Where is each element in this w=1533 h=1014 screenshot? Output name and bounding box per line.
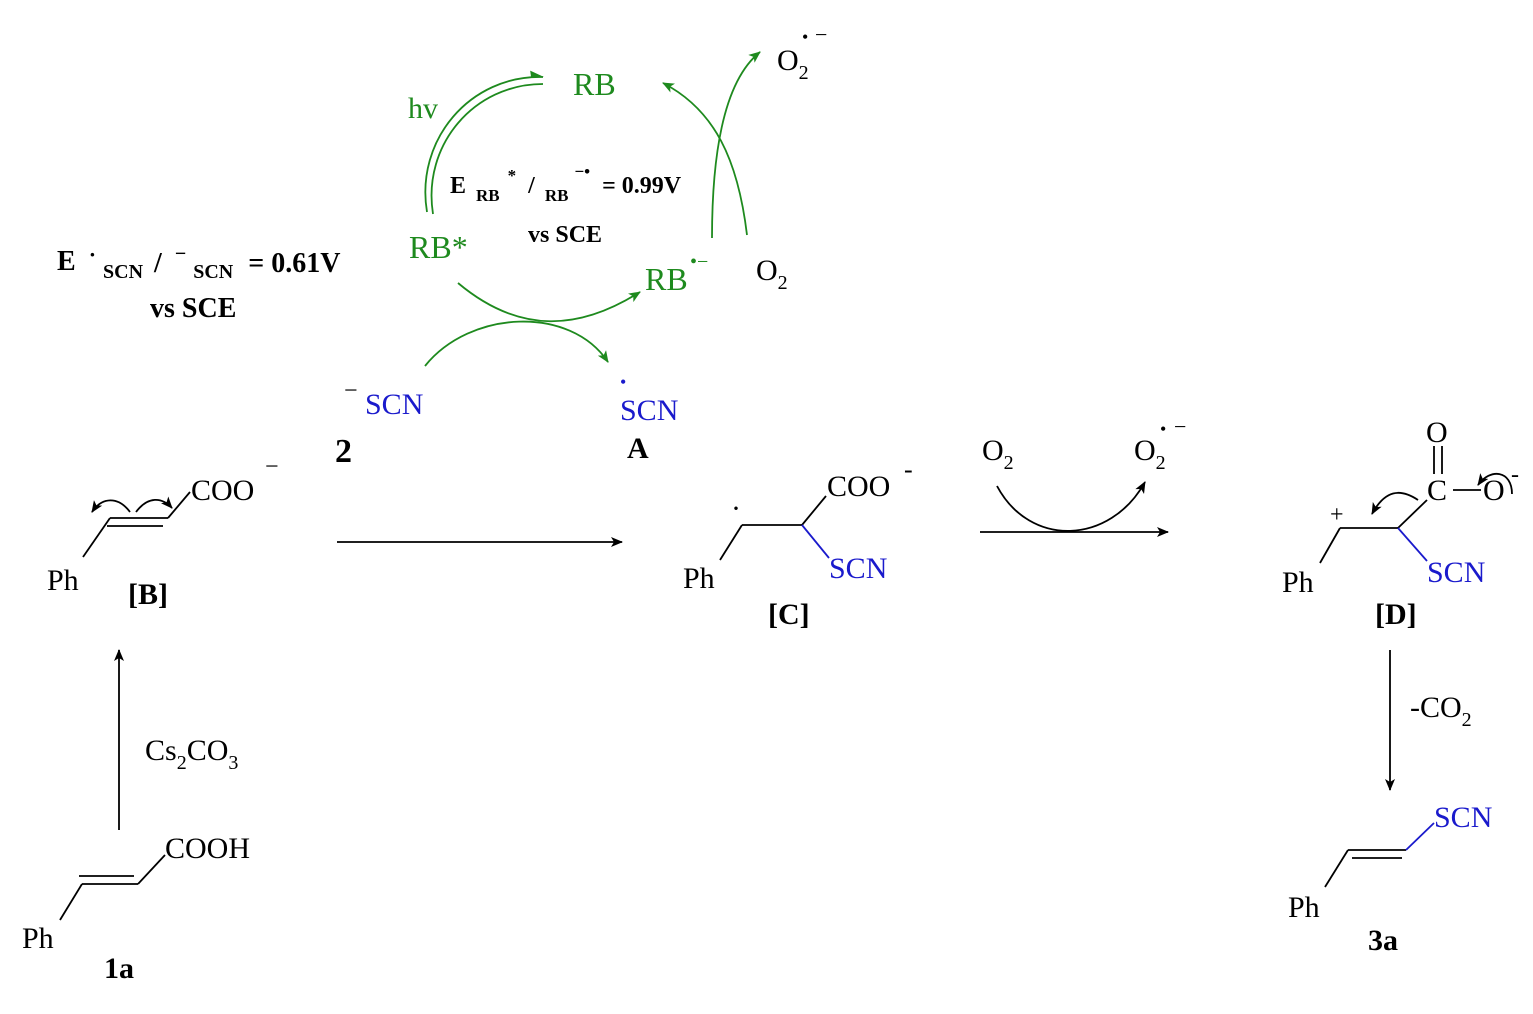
potential-scn: E · SCN / − SCN = 0.61V vs SCE (57, 236, 340, 324)
rb-ground-state: RB (573, 66, 616, 102)
rb-excited-state: RB* (409, 229, 468, 265)
base-reagent: Cs2CO3 (145, 734, 238, 774)
intermediate-c-radical-dot: · (731, 492, 741, 525)
svg-text:Ph: Ph (683, 562, 715, 595)
intermediate-b-label: [B] (128, 578, 168, 611)
svg-text:Ph: Ph (22, 922, 54, 955)
thiocyanate-anion-charge: − (344, 378, 358, 404)
oxygen-step: O2 (982, 434, 1014, 474)
svg-text:C: C (1427, 474, 1447, 507)
svg-text:O: O (1426, 416, 1448, 449)
reduction-arrow-rb (457, 282, 641, 323)
product-3a-text: SCN Ph 3a (1288, 801, 1492, 957)
superoxide-step-minus: − (1174, 414, 1186, 439)
intermediate-b-text: COO − Ph [B] (47, 454, 279, 611)
svg-text:vs SCE: vs SCE (150, 293, 236, 324)
svg-text:Ph: Ph (1282, 566, 1314, 599)
electron-push-arrow-d2 (1371, 492, 1419, 515)
excitation-arrow (424, 70, 544, 215)
svg-text:E · SCN /: E · SCN / − SCN = 0.61V (57, 236, 340, 285)
superoxide-step: O2 (1134, 434, 1166, 474)
superoxide-cycle-minus: − (815, 22, 827, 47)
intermediate-c-text: · COO - Ph SCN [C] (683, 455, 913, 631)
thiocyanate-oxidation-arrow (424, 320, 609, 367)
superoxide-cycle: O2 (777, 44, 809, 84)
thiocyanate-radical: • SCN (620, 372, 678, 427)
oxygen-species-cycle: O2 O2 • − (756, 22, 827, 294)
svg-text:E RB * /: E RB * / RB −• = 0.99V (450, 157, 682, 207)
intermediate-c-label: [C] (768, 598, 810, 631)
thiocyanate-anion: − SCN (344, 378, 423, 421)
svg-text:COOH: COOH (165, 832, 250, 865)
intermediate-d (1319, 446, 1513, 564)
svg-text:O: O (1483, 474, 1505, 507)
compound-2-label: 2 (335, 433, 352, 470)
svg-text:SCN: SCN (620, 394, 678, 427)
svg-text:vs SCE: vs SCE (528, 222, 602, 248)
intermediate-a-label: A (627, 432, 649, 465)
intermediate-d-label: [D] (1375, 598, 1417, 631)
oxygen-to-superoxide-arc (996, 481, 1146, 532)
intermediate-d-text: O C O - + Ph SCN [D] (1282, 416, 1519, 631)
potential-rb: E RB * / RB −• = 0.99V vs SCE (450, 157, 682, 248)
svg-text:SCN: SCN (1434, 801, 1492, 834)
compound-1a-text: COOH Ph 1a (22, 832, 250, 985)
svg-text:COO: COO (191, 474, 254, 507)
superoxide-cycle-dot: • (802, 27, 808, 47)
svg-text:COO: COO (827, 470, 890, 503)
product-3a-label: 3a (1368, 924, 1398, 957)
catalyst-regeneration-arrow (662, 82, 748, 236)
svg-text:RB: RB (645, 261, 688, 297)
intermediate-c-charge: - (904, 455, 913, 484)
intermediate-b (82, 491, 191, 558)
rb-radical-anion-charge: •− (690, 251, 708, 273)
decarboxylation-label: -CO2 (1410, 691, 1472, 731)
electron-push-arrow-d1 (1477, 472, 1513, 495)
svg-text:Ph: Ph (1288, 891, 1320, 924)
compound-1a (59, 854, 166, 921)
intermediate-b-charge: − (265, 454, 279, 480)
oxygen-cycle: O2 (756, 254, 788, 294)
compound-1a-label: 1a (104, 952, 134, 985)
oxidation-step-species: O2 O2 • − (982, 414, 1186, 474)
intermediate-d-charge: - (1511, 462, 1519, 488)
intermediate-c (719, 495, 830, 561)
superoxide-step-dot: • (1160, 419, 1166, 439)
hv-label: hv (408, 92, 438, 125)
product-3a (1324, 822, 1435, 888)
oxygen-reduction-arrow (711, 51, 761, 239)
svg-text:SCN: SCN (829, 552, 887, 585)
svg-text:Ph: Ph (47, 564, 79, 597)
svg-text:SCN: SCN (1427, 556, 1485, 589)
intermediate-d-cation: + (1330, 502, 1344, 528)
electron-push-arrow-b1 (91, 499, 131, 513)
svg-text:SCN: SCN (365, 388, 423, 421)
electron-push-arrow-b2 (135, 496, 173, 513)
photocatalytic-cycle: RB hv RB* RB •− (408, 66, 708, 297)
thiocyanate-radical-dot: • (620, 372, 626, 392)
rb-radical-anion: RB •− (645, 251, 708, 297)
